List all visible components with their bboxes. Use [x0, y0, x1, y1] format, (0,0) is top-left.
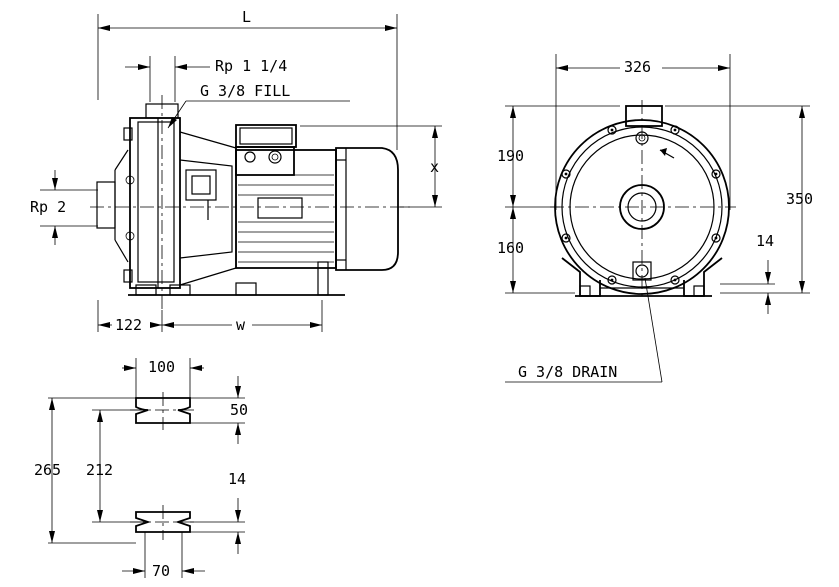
dimension-326: 326 [555, 54, 731, 210]
front-view: 326 190 160 350 [497, 54, 813, 383]
motor [235, 124, 399, 271]
label-70: 70 [152, 562, 170, 580]
label-suction-thread: Rp 2 [30, 198, 66, 216]
drain-plug-callout: G 3/8 DRAIN [505, 277, 663, 383]
dimension-x: x [300, 125, 442, 208]
label-122: 122 [115, 316, 142, 334]
dimension-265-212: 265 212 [34, 398, 148, 544]
label-l: L [242, 8, 251, 26]
label-326: 326 [624, 58, 651, 76]
label-265: 265 [34, 461, 61, 479]
label-drain-plug: G 3/8 DRAIN [518, 363, 617, 381]
dimension-14: 14 [190, 470, 246, 554]
dimension-100: 100 [122, 358, 204, 400]
dimension-suction-thread: Rp 2 [30, 170, 98, 245]
label-50: 50 [230, 401, 248, 419]
dimension-foot-14: 14 [720, 232, 775, 314]
dimension-350: 350 [665, 105, 813, 294]
foot-lower [130, 505, 196, 540]
label-inlet-thread: Rp 1 1/4 [215, 57, 287, 75]
label-x: x [430, 158, 439, 176]
label-14: 14 [228, 470, 246, 488]
label-100: 100 [148, 358, 175, 376]
pump-body [96, 103, 345, 296]
dimension-l: L [97, 8, 398, 150]
fill-plug-callout: G 3/8 FILL [167, 82, 350, 129]
dimension-122-w: 122 w [97, 300, 323, 334]
label-350: 350 [786, 190, 813, 208]
label-fill-plug: G 3/8 FILL [200, 82, 290, 100]
dimension-inlet-thread: Rp 1 1/4 [125, 56, 287, 102]
label-160: 160 [497, 239, 524, 257]
dimension-70: 70 [122, 532, 205, 580]
dimension-50: 50 [48, 376, 248, 444]
label-212: 212 [86, 461, 113, 479]
feet-detail: 100 50 265 [34, 358, 248, 580]
label-190: 190 [497, 147, 524, 165]
label-w: w [236, 316, 246, 334]
label-foot-14: 14 [756, 232, 774, 250]
side-view: L Rp 1 1/4 G 3/8 FILL [30, 8, 442, 334]
dimension-190-160: 190 160 [497, 105, 620, 294]
